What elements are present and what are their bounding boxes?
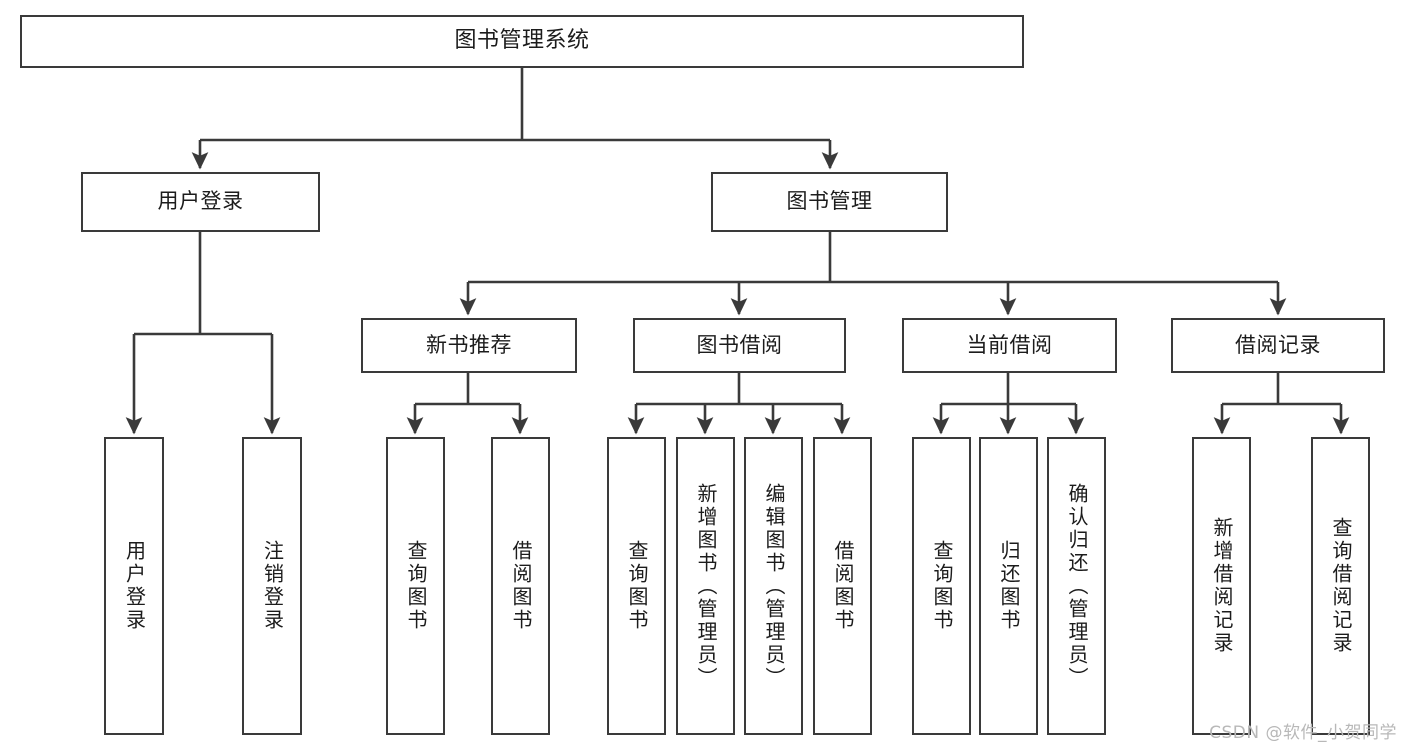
node-book-management-system[interactable]: 图书管理系统	[20, 15, 1024, 68]
edge-group-borrow-record	[1213, 373, 1350, 435]
node-label: 查询图书	[625, 540, 649, 632]
node-label: 新增图书（管理员）	[694, 482, 718, 690]
node-leaf-logout[interactable]: 注销登录	[242, 437, 302, 735]
node-user-login[interactable]: 用户登录	[81, 172, 320, 232]
node-label: 查询图书	[404, 540, 428, 632]
node-label: 查询图书	[930, 540, 954, 632]
node-leaf-borrow-book[interactable]: 借阅图书	[813, 437, 872, 735]
node-leaf-borrow-book-rec[interactable]: 借阅图书	[491, 437, 550, 735]
node-label: 借阅图书	[509, 540, 533, 632]
node-leaf-return-book[interactable]: 归还图书	[979, 437, 1038, 735]
edge-group-book-borrow	[627, 373, 851, 435]
edge-group-user-login	[125, 232, 281, 435]
node-leaf-user-login[interactable]: 用户登录	[104, 437, 164, 735]
edge-group-new-book-rec	[406, 373, 529, 435]
node-leaf-add-borrow-record[interactable]: 新增借阅记录	[1192, 437, 1251, 735]
node-label: 新书推荐	[426, 332, 512, 357]
node-label: 用户登录	[122, 540, 147, 632]
node-label: 新增借阅记录	[1210, 517, 1234, 655]
node-label: 注销登录	[260, 540, 285, 632]
csdn-watermark: CSDN @软件_小贺同学	[1209, 723, 1397, 743]
node-label: 编辑图书（管理员）	[762, 482, 786, 690]
node-label: 借阅记录	[1235, 332, 1321, 357]
node-current-borrow[interactable]: 当前借阅	[902, 318, 1117, 373]
node-leaf-query-book-borrow[interactable]: 查询图书	[607, 437, 666, 735]
edge-group-book-manage	[459, 232, 1287, 316]
node-label: 查询借阅记录	[1329, 517, 1353, 655]
node-label: 当前借阅	[966, 332, 1053, 357]
node-label: 图书借阅	[696, 332, 783, 357]
node-label: 归还图书	[997, 540, 1021, 632]
node-leaf-edit-book[interactable]: 编辑图书（管理员）	[744, 437, 803, 735]
node-leaf-confirm-return[interactable]: 确认归还（管理员）	[1047, 437, 1106, 735]
node-label: 确认归还（管理员）	[1065, 482, 1089, 690]
node-leaf-add-book[interactable]: 新增图书（管理员）	[676, 437, 735, 735]
node-book-manage[interactable]: 图书管理	[711, 172, 948, 232]
node-leaf-query-borrow-record[interactable]: 查询借阅记录	[1311, 437, 1370, 735]
node-borrow-record[interactable]: 借阅记录	[1171, 318, 1385, 373]
node-leaf-query-book-current[interactable]: 查询图书	[912, 437, 971, 735]
edge-group-root	[191, 68, 839, 170]
node-label: 用户登录	[157, 189, 244, 214]
node-label: 图书管理	[786, 189, 873, 214]
node-leaf-query-book-rec[interactable]: 查询图书	[386, 437, 445, 735]
node-book-borrow[interactable]: 图书借阅	[633, 318, 846, 373]
node-label: 借阅图书	[831, 540, 855, 632]
node-new-book-recommend[interactable]: 新书推荐	[361, 318, 577, 373]
node-label: 图书管理系统	[454, 28, 590, 54]
edge-group-current-borrow	[932, 373, 1085, 435]
